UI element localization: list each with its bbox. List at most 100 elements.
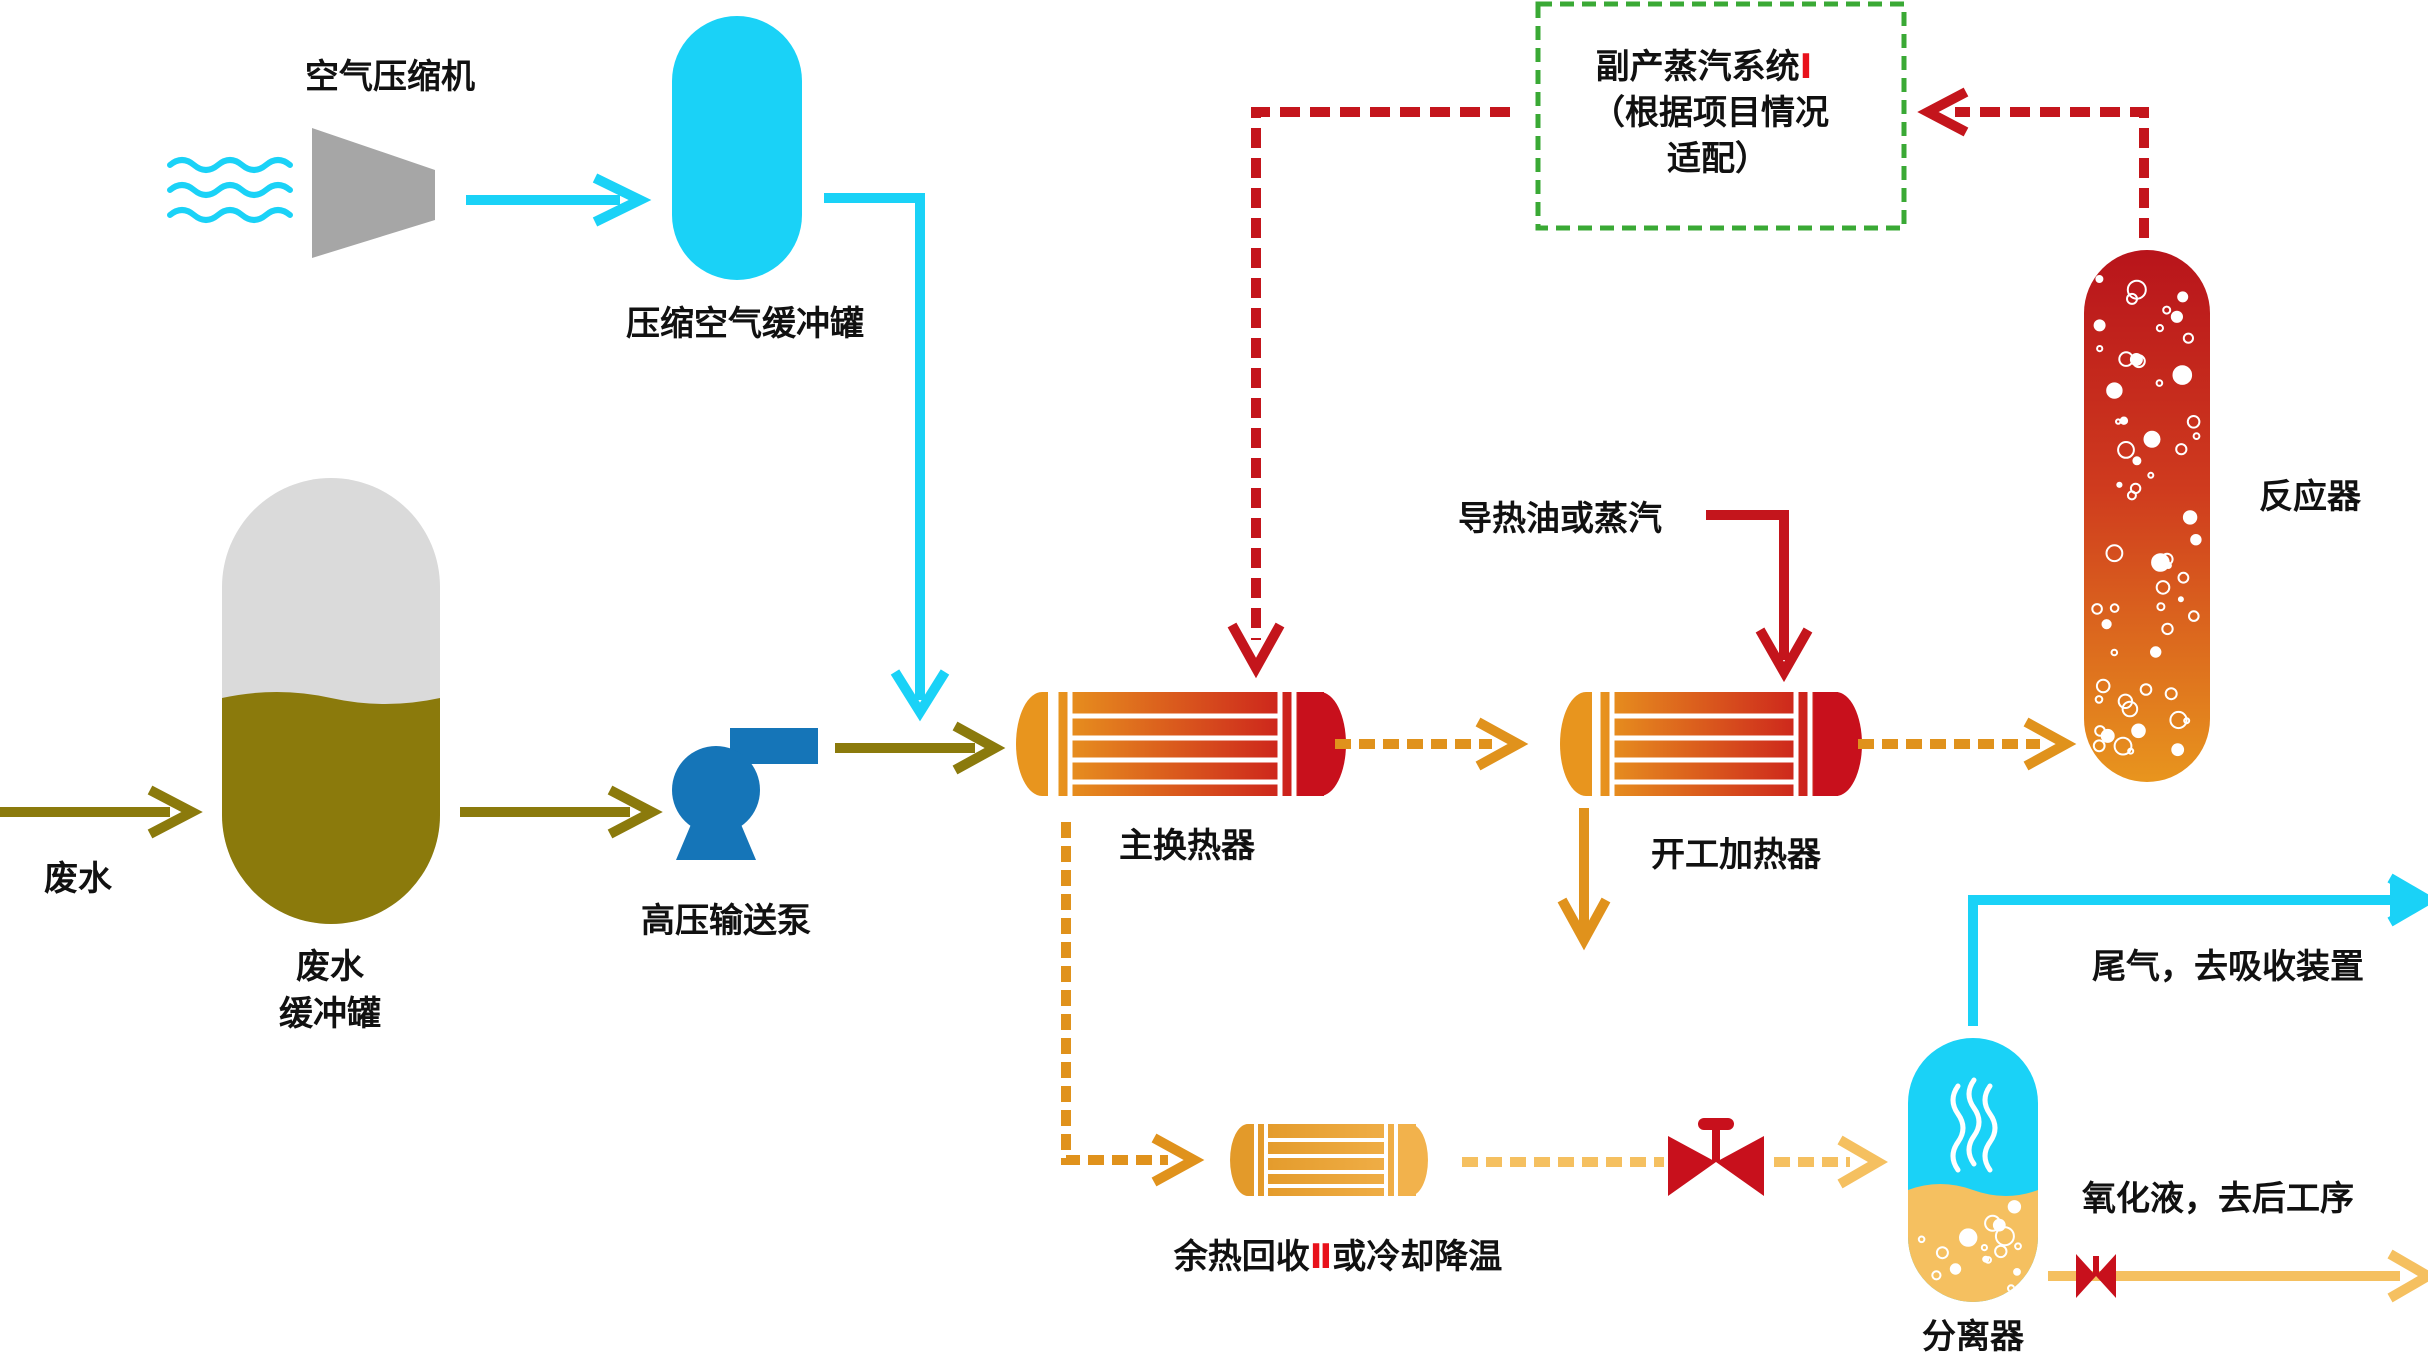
pressure-reducing-valve-icon[interactable] <box>1668 1118 1764 1196</box>
heat-recovery-numeral: Ⅱ <box>1310 1237 1332 1277</box>
bubble <box>2118 351 2134 367</box>
bubble <box>1994 1244 2008 1259</box>
bubble <box>1931 1270 1942 1281</box>
steam-system-label-line1: 副产蒸汽系统Ⅰ <box>1596 47 1813 87</box>
bubble <box>2132 456 2142 466</box>
main-heat-exchanger-icon <box>1016 692 1346 796</box>
bubble <box>2182 510 2198 525</box>
heat-recovery-exchanger-icon <box>1230 1124 1428 1196</box>
startup-heater-to-reactor-arrow <box>1858 717 2077 771</box>
heat-recovery-prefix: 余热回收 <box>1173 1237 1310 1277</box>
bubble <box>1935 1246 1949 1260</box>
high-pressure-pump-label: 高压输送泵 <box>641 901 811 941</box>
wastewater-inlet-arrow <box>0 785 203 839</box>
steam-system-numeral: Ⅰ <box>1800 47 1813 87</box>
by-product-steam-system-box <box>1535 1 1907 231</box>
heat-recovery-suffix: 或冷却降温 <box>1332 1237 1502 1277</box>
bubble <box>2091 603 2103 615</box>
separator-label: 分离器 <box>1922 1317 2025 1357</box>
heat-recovery-label: 余热回收Ⅱ或冷却降温 <box>1173 1237 1502 1277</box>
air-compressor-label: 空气压缩机 <box>305 57 475 97</box>
heating-medium-outlet-arrow <box>1557 808 1611 951</box>
tail-gas-outlet-arrow <box>1968 873 2428 1026</box>
bubble <box>2100 728 2115 743</box>
bubble <box>2186 415 2201 429</box>
steam-system-label-line3: 适配） <box>1667 139 1769 179</box>
heat-oil-or-steam-label: 导热油或蒸汽 <box>1458 499 1662 539</box>
startup-heater-label: 开工加热器 <box>1651 835 1822 875</box>
bubble <box>2177 596 2184 603</box>
bubble <box>2155 580 2171 595</box>
bubble <box>2170 310 2183 323</box>
bubble <box>2190 534 2202 546</box>
bubble <box>2150 646 2162 658</box>
oxidized-liquid-label: 氧化液，去后工序 <box>2082 1179 2354 1219</box>
bubble <box>1994 1226 2015 1247</box>
startup-heater-icon <box>1560 692 1862 796</box>
bubble <box>2131 723 2146 739</box>
pump-to-main-hx-arrow <box>835 721 1006 775</box>
bubble <box>2126 490 2137 501</box>
bubble <box>2106 382 2123 399</box>
bubble <box>1984 1256 1992 1264</box>
bubble <box>1984 1214 2002 1232</box>
bubble <box>2127 747 2135 755</box>
bubble <box>2188 610 2200 622</box>
bubble <box>1917 1235 1926 1244</box>
bubble <box>2182 332 2194 344</box>
bubble <box>2161 622 2174 636</box>
bubble <box>2121 700 2139 718</box>
bubble <box>2175 443 2188 456</box>
steam-system-title: 副产蒸汽系统 <box>1596 47 1800 87</box>
bubble <box>2013 1268 2021 1276</box>
separator-vessel <box>1908 1038 2038 1302</box>
bubble <box>2172 365 2193 385</box>
reactor-label: 反应器 <box>2259 477 2362 517</box>
separator-bubbles <box>1917 1200 2022 1293</box>
tail-gas-label: 尾气，去吸收装置 <box>2092 947 2364 987</box>
main-heat-exchanger-label: 主换热器 <box>1119 826 1256 866</box>
bubble <box>2155 379 2164 387</box>
bubble <box>2147 471 2155 479</box>
bubble <box>2139 683 2153 696</box>
bubble <box>2151 553 2170 572</box>
main-hx-to-startup-heater-arrow <box>1335 717 1529 771</box>
wastewater-to-pump-arrow <box>460 785 663 839</box>
outlet-valve-icon[interactable] <box>2076 1254 2116 1298</box>
bubble <box>2162 305 2172 315</box>
heat-oil-inlet-arrow <box>1706 510 1813 683</box>
bubble <box>2126 292 2138 305</box>
air-compressor-icon <box>312 128 435 258</box>
wastewater-buffer-tank <box>222 478 440 924</box>
bubble <box>2156 602 2166 612</box>
reactor-bubbles <box>2091 275 2202 757</box>
wastewater-buffer-tank-label-line2: 缓冲罐 <box>279 994 381 1034</box>
bubble <box>2095 678 2111 694</box>
bubble <box>1980 1244 1989 1252</box>
reactor-vessel <box>2084 250 2210 782</box>
bubble <box>2094 695 2104 704</box>
wastewater-label: 废水 <box>44 859 113 899</box>
main-hx-to-heat-recovery-arrow <box>1061 822 1205 1187</box>
bubble <box>1959 1228 1978 1247</box>
steam-system-to-main-hx-arrow <box>1227 107 1510 679</box>
air-line-down <box>824 193 950 722</box>
bubble <box>2092 739 2106 753</box>
bubble <box>2160 552 2174 566</box>
bubble <box>2093 319 2106 332</box>
bubble <box>2096 345 2104 353</box>
gas-release-icon <box>1950 1077 1998 1173</box>
compressed-air-buffer-tank <box>672 16 802 280</box>
bubble <box>2177 291 2189 303</box>
bubble <box>2101 619 2112 630</box>
wastewater-buffer-tank-label-line1: 废水 <box>296 947 365 987</box>
bubble <box>2177 571 2190 584</box>
bubble <box>2110 648 2119 657</box>
bubble <box>2115 418 2122 425</box>
bubble <box>2192 432 2201 441</box>
bubble <box>2119 416 2129 425</box>
bubble <box>2164 687 2178 701</box>
air-line-arrow <box>466 173 652 227</box>
bubble <box>2105 544 2124 563</box>
